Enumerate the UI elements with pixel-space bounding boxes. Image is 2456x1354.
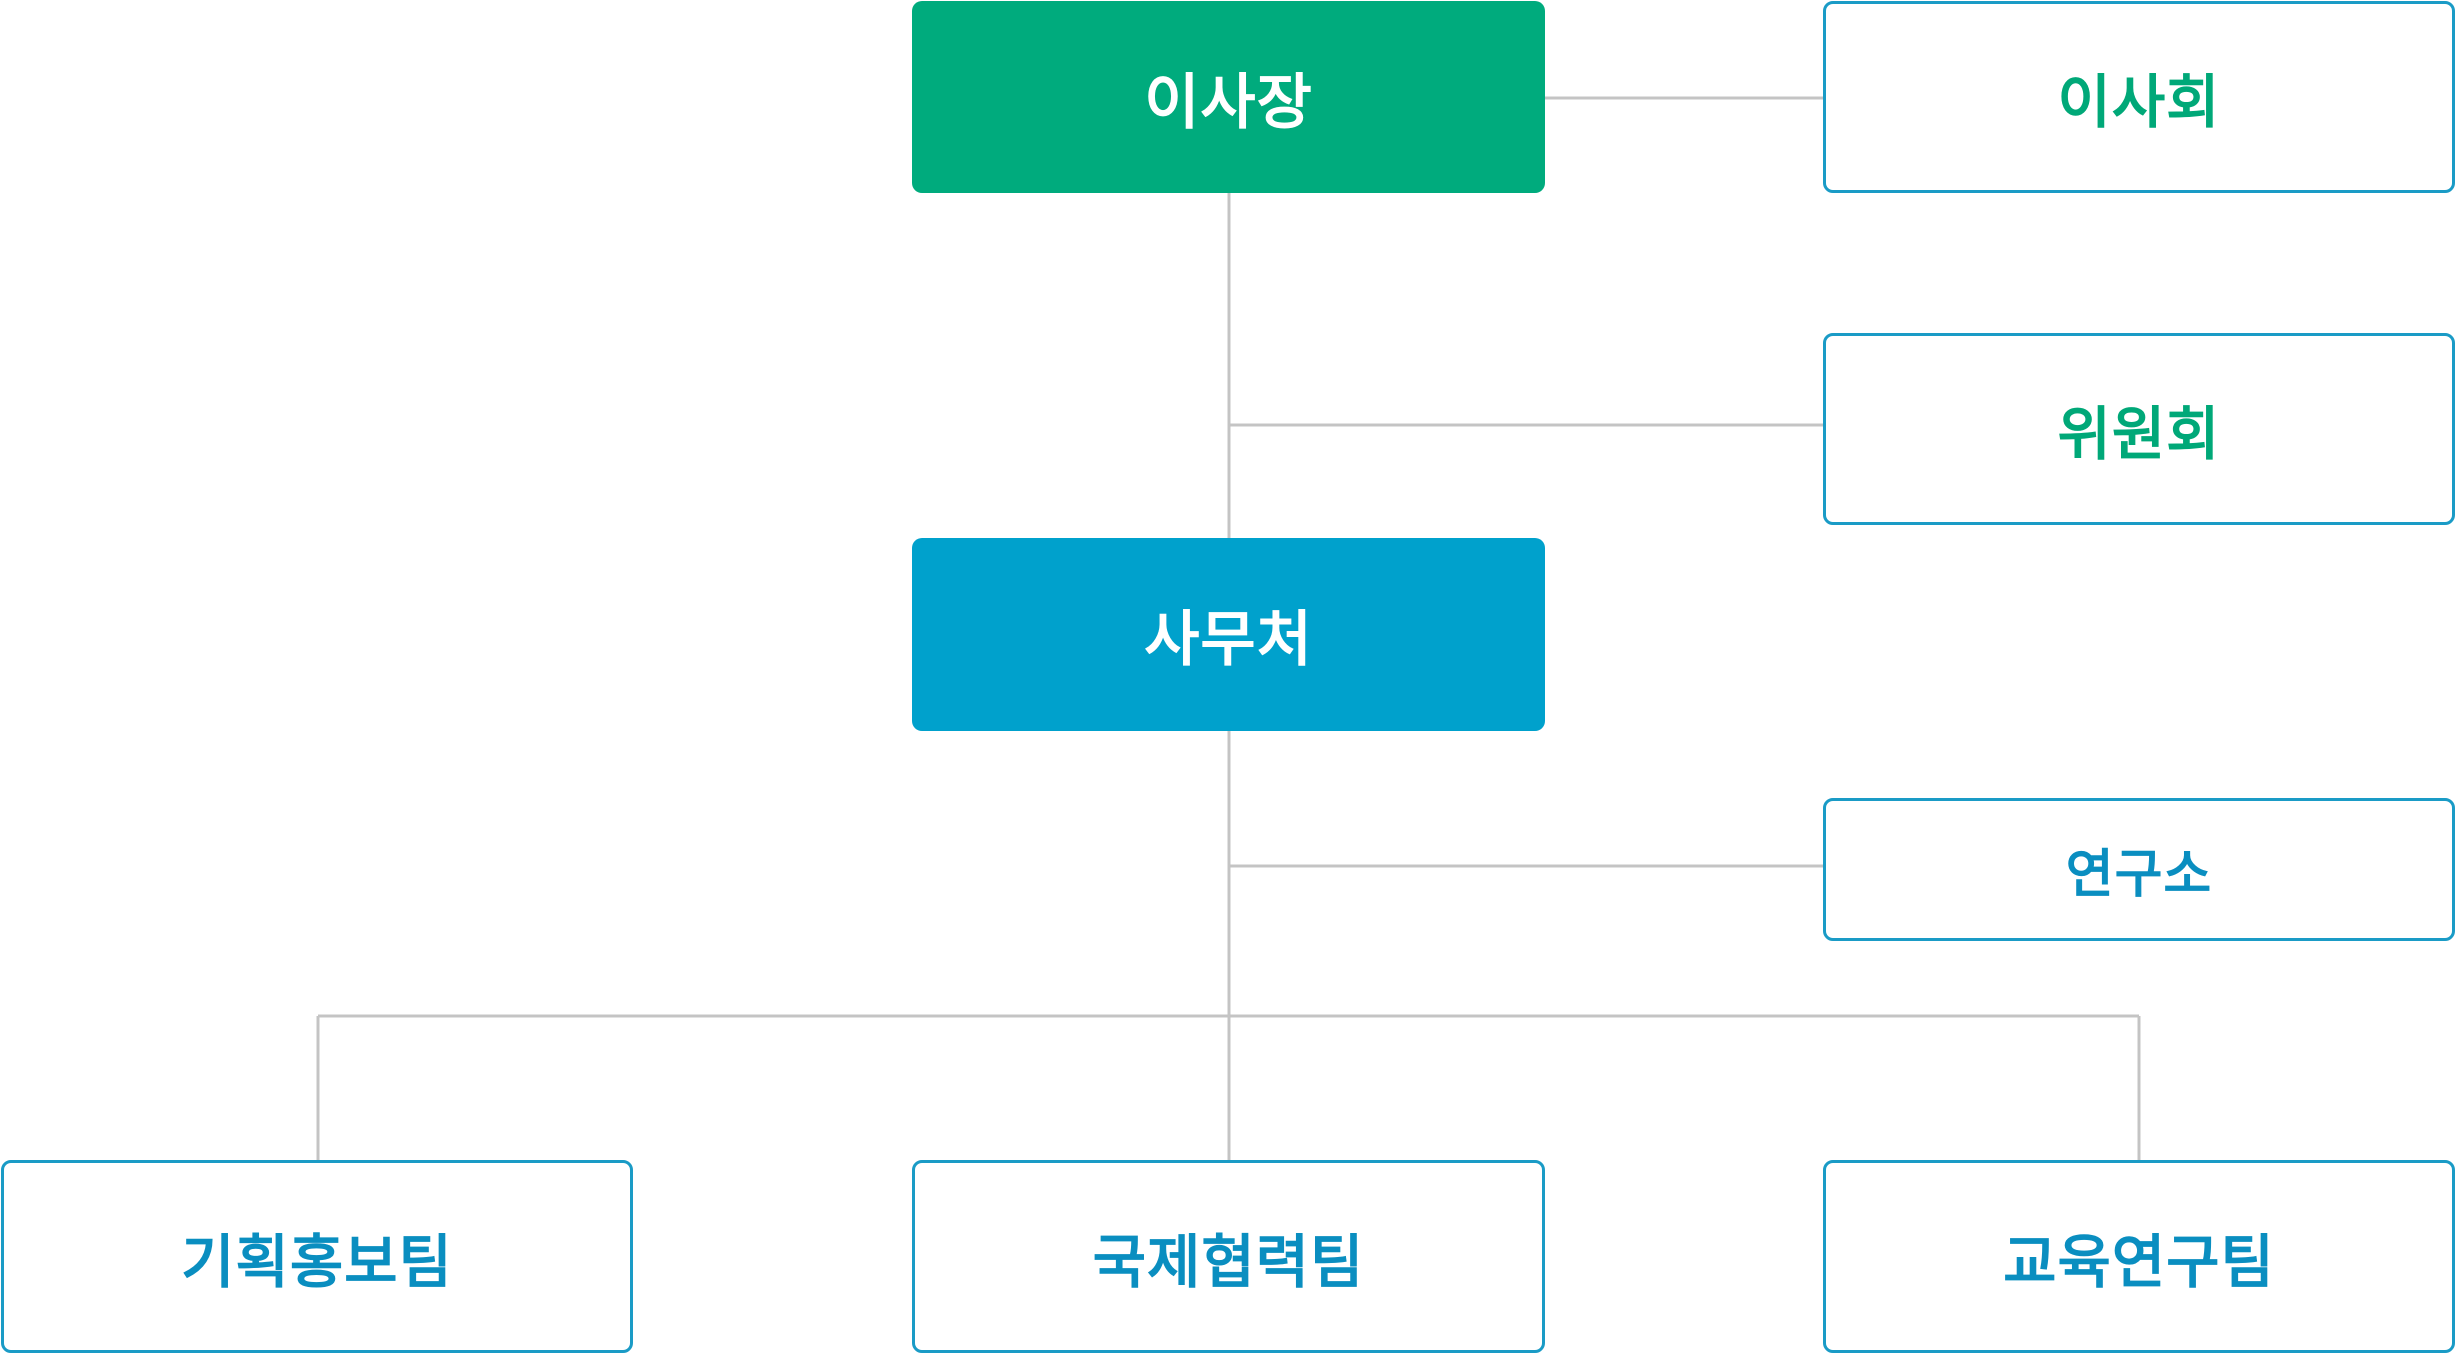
planning-pr-team-label: 기획홍보팀 bbox=[181, 1227, 453, 1296]
chairman-box: 이사장 bbox=[912, 1, 1545, 193]
board-box: 이사회 bbox=[1823, 1, 2455, 193]
intl-cooperation-team-label: 국제협력팀 bbox=[1092, 1227, 1365, 1296]
planning-pr-team-box: 기획홍보팀 bbox=[1, 1160, 633, 1353]
secretariat-label: 사무처 bbox=[1144, 605, 1313, 675]
chairman-label: 이사장 bbox=[1144, 67, 1313, 138]
education-research-team-box: 교육연구팀 bbox=[1823, 1160, 2455, 1353]
secretariat-box: 사무처 bbox=[912, 538, 1545, 731]
institute-box: 연구소 bbox=[1823, 798, 2455, 941]
education-research-team-label: 교육연구팀 bbox=[2003, 1227, 2275, 1296]
board-label: 이사회 bbox=[2057, 68, 2221, 136]
committee-label: 위원회 bbox=[2057, 400, 2221, 468]
committee-box: 위원회 bbox=[1823, 333, 2455, 525]
intl-cooperation-team-box: 국제협력팀 bbox=[912, 1160, 1545, 1353]
institute-label: 연구소 bbox=[2065, 845, 2213, 905]
